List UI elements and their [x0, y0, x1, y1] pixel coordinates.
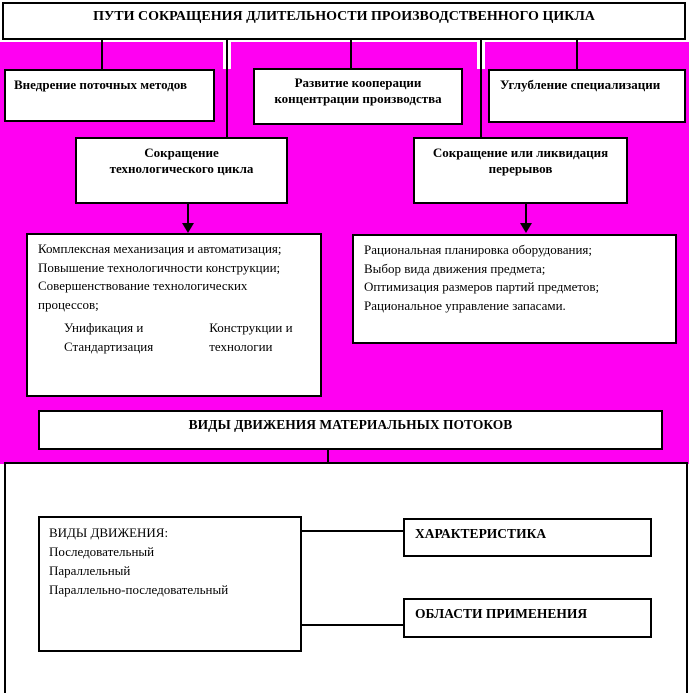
- node-flow-methods-label: Внедрение поточных методов: [14, 77, 187, 92]
- arrow-breaks-line: [525, 204, 527, 224]
- characteristic-label: ХАРАКТЕРИСТИКА: [415, 526, 547, 541]
- movement-type-item: Последовательный: [49, 544, 155, 559]
- connector-title-cooperation: [350, 40, 352, 69]
- flows-banner-box: ВИДЫ ДВИЖЕНИЯ МАТЕРИАЛЬНЫХ ПОТОКОВ: [38, 410, 663, 450]
- movement-types-heading: ВИДЫ ДВИЖЕНИЯ:: [49, 525, 169, 540]
- arrow-tech-cycle-head: [182, 223, 194, 233]
- arrow-tech-cycle-line: [187, 204, 189, 224]
- detail-line: Рациональная планировка оборудования;: [364, 242, 593, 257]
- arrow-breaks-head: [520, 223, 532, 233]
- application-box: ОБЛАСТИ ПРИМЕНЕНИЯ: [403, 598, 652, 638]
- detail-breaks-box: Рациональная планировка оборудования; Вы…: [352, 234, 677, 344]
- connector-title-tech-cycle: [226, 40, 228, 138]
- detail-tech-cycle-box: Комплексная механизация и автоматизация;…: [26, 233, 322, 397]
- node-specialization: Углубление специализации: [488, 69, 686, 123]
- constructions-column: Конструкции и технологии: [209, 320, 293, 354]
- node-flow-methods: Внедрение поточных методов: [4, 69, 215, 122]
- detail-line: Совершенствование технологических: [38, 278, 248, 293]
- connector-title-specialization: [576, 40, 578, 70]
- connector-banner-bottom: [327, 450, 329, 464]
- node-tech-cycle: Сокращение технологического цикла: [75, 137, 288, 204]
- title-box: ПУТИ СОКРАЩЕНИЯ ДЛИТЕЛЬНОСТИ ПРОИЗВОДСТВ…: [2, 2, 686, 40]
- connector-title-breaks: [480, 40, 482, 138]
- page-title: ПУТИ СОКРАЩЕНИЯ ДЛИТЕЛЬНОСТИ ПРОИЗВОДСТВ…: [93, 9, 595, 24]
- node-cooperation: Развитие кооперации концентрации произво…: [253, 68, 463, 125]
- detail-line: Рациональное управление запасами.: [364, 297, 566, 313]
- connector-title-flow-methods: [101, 40, 103, 70]
- detail-line: Повышение технологичности конструкции;: [38, 259, 281, 275]
- connector-types-characteristic: [302, 530, 403, 532]
- characteristic-box: ХАРАКТЕРИСТИКА: [403, 518, 652, 557]
- detail-line: Комплексная механизация и автоматизация;: [38, 241, 282, 256]
- detail-line: Выбор вида движения предмета;: [364, 260, 546, 276]
- movement-type-item: Параллельно-последовательный: [49, 582, 229, 597]
- node-breaks: Сокращение или ликвидация перерывов: [413, 137, 628, 204]
- connector-types-application: [302, 624, 403, 626]
- movement-type-item: Параллельный: [49, 563, 131, 578]
- flows-banner-label: ВИДЫ ДВИЖЕНИЯ МАТЕРИАЛЬНЫХ ПОТОКОВ: [188, 417, 513, 432]
- movement-types-box: ВИДЫ ДВИЖЕНИЯ: Последовательный Параллел…: [38, 516, 302, 652]
- detail-line: процессов;: [38, 296, 99, 312]
- detail-line: Оптимизация размеров партий предметов;: [364, 279, 600, 294]
- unification-column: Унификация и Стандартизация: [64, 320, 154, 354]
- node-specialization-label: Углубление специализации: [500, 77, 661, 92]
- application-label: ОБЛАСТИ ПРИМЕНЕНИЯ: [415, 606, 588, 621]
